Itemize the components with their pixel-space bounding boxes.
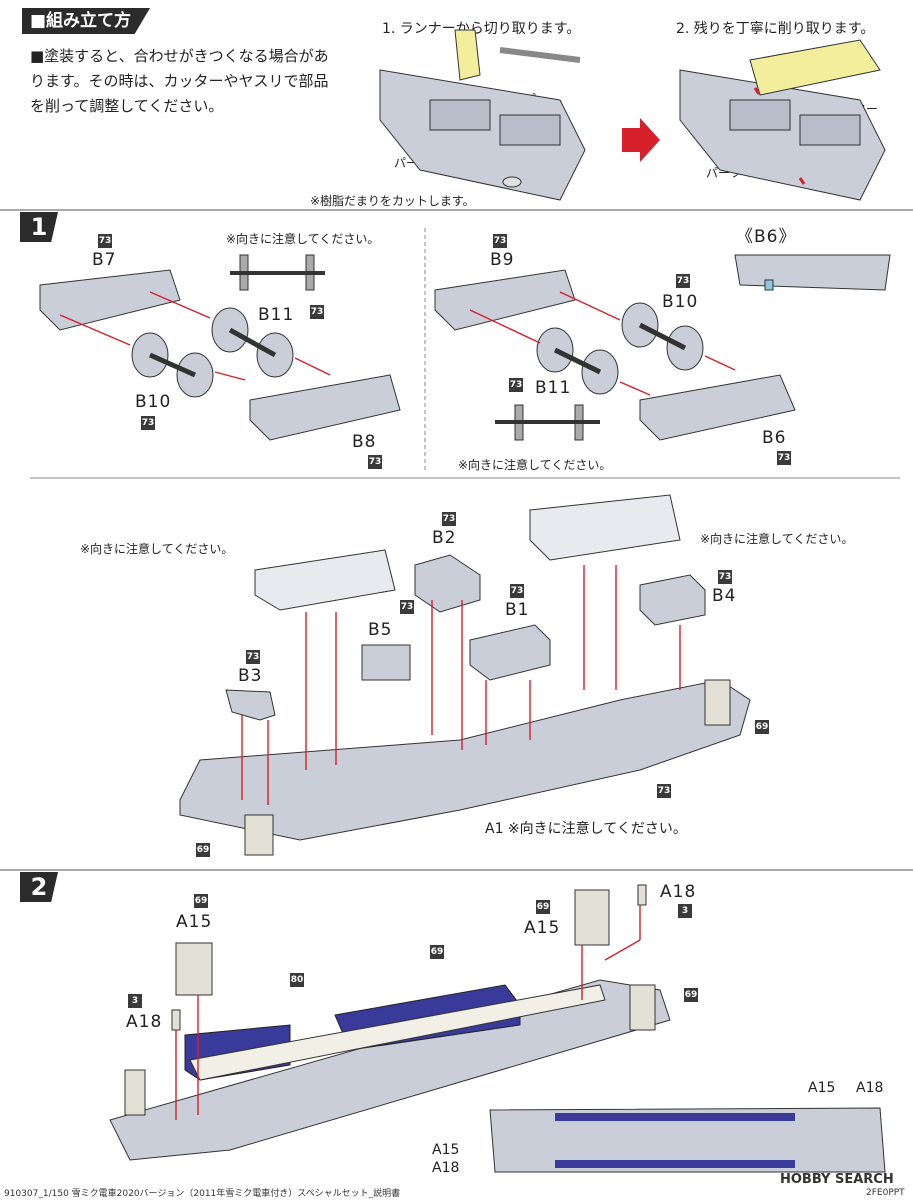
chassis-step2-illustration (109, 979, 671, 1161)
part-a18-illustration (171, 884, 647, 1031)
runner-tag: 73 (141, 416, 155, 430)
runner-tag: 73 (657, 784, 671, 798)
part-label-b1: B1 (505, 600, 530, 620)
part-b3-illustration (225, 689, 276, 721)
part-b2-illustration (414, 554, 481, 613)
bogie-b8-illustration (249, 374, 401, 441)
step-number: 1 (20, 212, 58, 242)
resin-note: ※樹脂だまりをカットします。 (310, 194, 475, 208)
part-label-a15: A15 (176, 912, 213, 932)
section-title: ■組み立て方 (22, 8, 150, 34)
step-cut-from-runner: 1. ランナーから切り取ります。 (382, 21, 581, 37)
intro-note-line: ります。その時は、カッターやヤスリで部品 (30, 72, 329, 90)
runner-tag: 73 (777, 451, 791, 465)
part-label-b7: B7 (92, 250, 117, 270)
runner-tag: 73 (442, 512, 456, 526)
runner-tag: 73 (246, 650, 260, 664)
runner-tag: 73 (676, 274, 690, 288)
plan-label-a15: A15 (432, 1142, 460, 1158)
bogie-b6-illustration (639, 254, 891, 441)
runner-tag: 73 (400, 600, 414, 614)
runner-tag: 73 (493, 234, 507, 248)
part-label-b11: B11 (258, 305, 295, 325)
next-step-arrow (622, 118, 660, 162)
part-b1-illustration (469, 624, 551, 681)
runner-tag: 73 (509, 378, 523, 392)
part-label-b10: B10 (135, 392, 172, 412)
orientation-caution: ※向きに注意してください。 (80, 542, 234, 556)
part-a15-illustration (175, 889, 610, 996)
trimmed-part-illustration (679, 39, 886, 201)
plan-label-a15: A15 (808, 1080, 836, 1096)
part-label-a18: A18 (126, 1012, 163, 1032)
bogie-b7-illustration (39, 269, 181, 331)
plan-view-illustration (489, 1107, 886, 1173)
runner-tag: 69 (536, 900, 550, 914)
intro-note-line: を削って調整してください。 (30, 97, 224, 115)
runner-tag: 73 (718, 570, 732, 584)
part-label-b3: B3 (238, 666, 263, 686)
orientation-caution: ※向きに注意してください。 (226, 232, 380, 246)
runner-tag: 3 (678, 904, 692, 918)
part-label-b6: B6 (762, 428, 787, 448)
runner-tag: 69 (684, 988, 698, 1002)
assembly-guide-lines (59, 291, 736, 805)
wheelset-b11-illustration (230, 254, 325, 291)
document-code: 2FE0PPT (866, 1188, 905, 1198)
bogie-assembly-illustration (254, 494, 681, 611)
intro-note-line: ■塗装すると、合わせがきつくなる場合があ (30, 47, 329, 65)
orientation-caution: ※向きに注意してください。 (700, 532, 854, 546)
wheelset-b10-illustration (131, 307, 294, 398)
runner-tag: 3 (128, 994, 142, 1008)
part-b4-illustration (639, 574, 706, 626)
runner-tag: 73 (510, 584, 524, 598)
part-label-b5: B5 (368, 620, 393, 640)
part-label-b2: B2 (432, 528, 457, 548)
runner-tag: 73 (368, 455, 382, 469)
step-trim-remainder: 2. 残りを丁寧に削り取ります。 (676, 21, 875, 37)
b6-detail-title: 《B6》 (736, 227, 797, 247)
plan-label-a18: A18 (432, 1160, 460, 1176)
wheelset-b11-illustration (495, 404, 600, 441)
chassis-a1-illustration (179, 679, 751, 856)
runner-tag: 73 (310, 305, 324, 319)
runner-tag: 69 (194, 894, 208, 908)
runner-tag: 73 (98, 234, 112, 248)
part-label-b4: B4 (712, 586, 737, 606)
step-number: 2 (20, 872, 58, 902)
part-b5-illustration (361, 644, 411, 681)
runner-part-illustration (379, 29, 586, 201)
part-label-b9: B9 (490, 250, 515, 270)
watermark: HOBBY SEARCH (780, 1172, 894, 1187)
runner-tag: 69 (196, 843, 210, 857)
plan-label-a18: A18 (856, 1080, 884, 1096)
a1-caution: A1 ※向きに注意してください。 (485, 821, 687, 837)
intro-note: ■塗装すると、合わせがきつくなる場合があ ります。その時は、カッターやヤスリで部… (30, 44, 329, 119)
part-label-a18: A18 (660, 882, 697, 902)
runner-tag: 69 (755, 720, 769, 734)
part-label-b10: B10 (662, 292, 699, 312)
runner-tag: 69 (430, 945, 444, 959)
step2-guide-lines (175, 905, 641, 1120)
part-label-a15: A15 (524, 918, 561, 938)
part-label-b11: B11 (535, 378, 572, 398)
orientation-caution: ※向きに注意してください。 (458, 458, 612, 472)
wheelset-b10-illustration (536, 302, 704, 395)
footer-text: 910307_1/150 雪ミク電車2020バージョン（2011年雪ミク電車付き… (4, 1189, 401, 1199)
runner-tag: 80 (290, 973, 304, 987)
part-label-b8: B8 (352, 432, 377, 452)
bogie-b9-illustration (434, 269, 576, 331)
